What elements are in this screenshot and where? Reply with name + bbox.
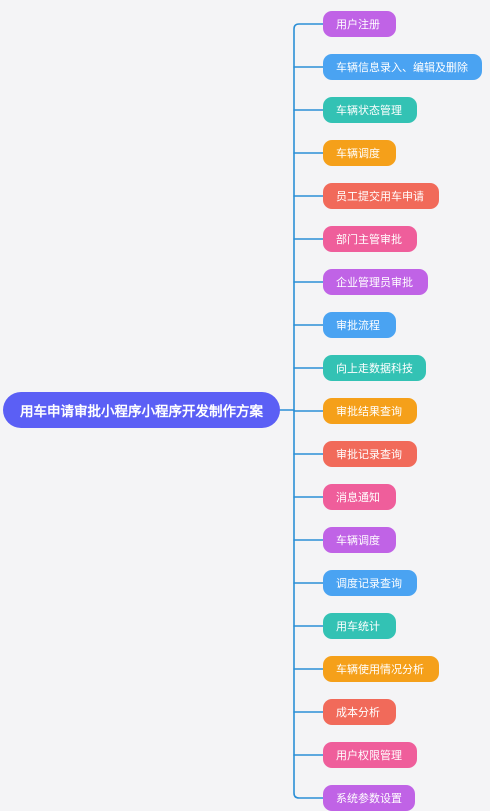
branch-node[interactable]: 企业管理员审批 [323,269,428,295]
branch-node[interactable]: 员工提交用车申请 [323,183,439,209]
branch-node[interactable]: 车辆信息录入、编辑及删除 [323,54,482,80]
branch-node[interactable]: 消息通知 [323,484,396,510]
branch-node[interactable]: 调度记录查询 [323,570,417,596]
branch-node[interactable]: 系统参数设置 [323,785,415,811]
branch-node[interactable]: 部门主管审批 [323,226,417,252]
branch-node[interactable]: 向上走数据科技 [323,355,426,381]
root-node[interactable]: 用车申请审批小程序小程序开发制作方案 [3,392,280,428]
branch-node[interactable]: 车辆使用情况分析 [323,656,439,682]
branch-node[interactable]: 车辆调度 [323,527,396,553]
branch-node[interactable]: 审批流程 [323,312,396,338]
branch-node[interactable]: 用户注册 [323,11,396,37]
branch-node[interactable]: 车辆状态管理 [323,97,417,123]
branch-node[interactable]: 审批结果查询 [323,398,417,424]
branch-node[interactable]: 用车统计 [323,613,396,639]
trunk-line [293,23,324,799]
branch-node[interactable]: 车辆调度 [323,140,396,166]
branch-node[interactable]: 用户权限管理 [323,742,417,768]
branch-node[interactable]: 审批记录查询 [323,441,417,467]
branch-node[interactable]: 成本分析 [323,699,396,725]
